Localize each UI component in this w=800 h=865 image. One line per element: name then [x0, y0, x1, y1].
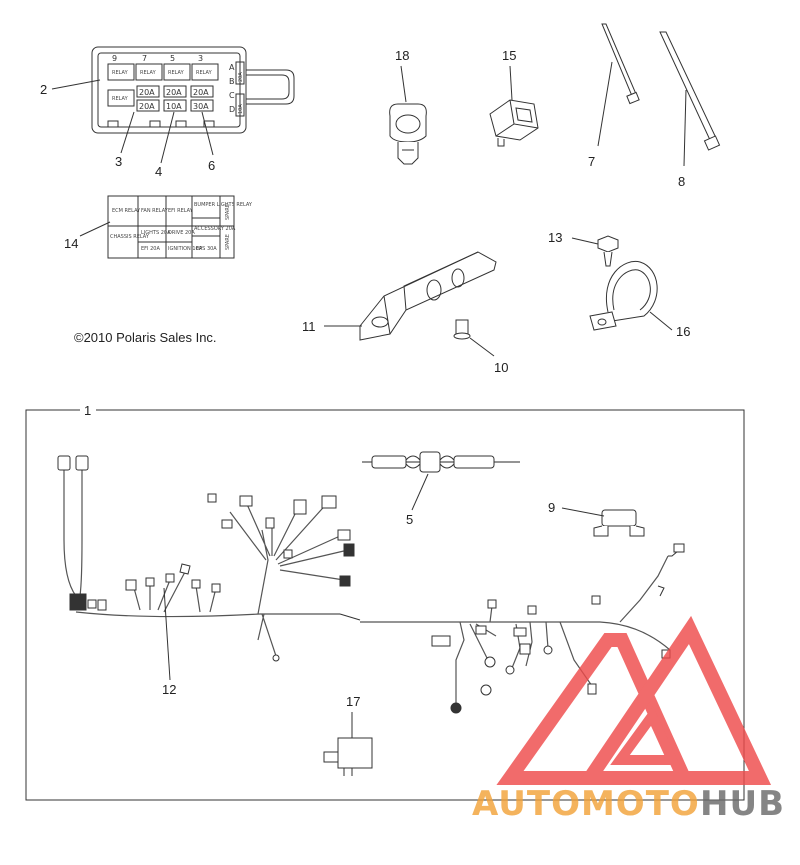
label-card-ignition-10a: IGNITION 10A	[168, 246, 203, 252]
callout-18: 18	[395, 48, 409, 63]
label-card-lights-20a: LIGHTS 20A	[141, 230, 171, 236]
side-fuse-value-1: 20A	[238, 72, 244, 82]
watermark-mark-3	[610, 706, 680, 765]
label-card-chassis-relay: CHASSIS RELAY	[110, 234, 150, 240]
relay-label-5: RELAY	[112, 96, 129, 102]
label-card-drive-20a: DRIVE 20A	[168, 230, 195, 236]
label-card-eps-30a: EPS 30A	[196, 246, 217, 252]
callout-5: 5	[406, 512, 413, 527]
fuse-box-number-5: 5	[170, 54, 175, 63]
callout-1: 1	[84, 403, 91, 418]
callout-6: 6	[208, 158, 215, 173]
label-card-spare-2: SPARE	[225, 234, 231, 250]
fuse-box-letter-d: D	[229, 105, 235, 114]
label-card-ecm-relay: ECM RELAY	[112, 208, 141, 214]
side-fuse-value-2: 10A	[238, 104, 244, 114]
part-15-connector	[489, 99, 539, 147]
part-12-wire-harness	[57, 455, 685, 714]
callout-8: 8	[678, 174, 685, 189]
part-11-bracket	[359, 251, 497, 341]
label-card-efi-relay: EFI RELAY	[168, 208, 194, 214]
relay-label-1: RELAY	[112, 70, 129, 76]
part-9-fuse	[593, 509, 645, 537]
watermark-mark-2	[576, 615, 772, 785]
callout-2: 2	[40, 82, 47, 97]
fuse-value-4: 20A	[139, 102, 155, 111]
callout-13: 13	[548, 230, 562, 245]
part-5-inline-fuse-holder	[362, 451, 520, 473]
fuse-value-2: 20A	[166, 88, 182, 97]
fuse-box-letter-a: A	[229, 63, 235, 72]
relay-label-4: RELAY	[196, 70, 213, 76]
label-card-efi-20a: EFI 20A	[141, 246, 160, 252]
fuse-value-3: 20A	[193, 88, 209, 97]
callout-11: 11	[302, 319, 316, 334]
part-7-cable-tie	[601, 23, 640, 105]
part-18-clip	[389, 103, 427, 165]
watermark-brand-b: HUB	[700, 784, 785, 824]
callout-4: 4	[155, 164, 162, 179]
callout-10: 10	[494, 360, 508, 375]
callout-16: 16	[676, 324, 690, 339]
fuse-box-number-3: 3	[198, 54, 203, 63]
callout-3: 3	[115, 154, 122, 169]
fuse-box-number-9: 9	[112, 54, 117, 63]
watermark-brand-a: AUTOMOTO	[472, 784, 700, 824]
callout-17: 17	[346, 694, 360, 709]
part-10-push-rivet	[453, 319, 471, 340]
fuse-value-1: 20A	[139, 88, 155, 97]
copyright-text: ©2010 Polaris Sales Inc.	[74, 330, 217, 345]
fuse-box-letter-c: C	[229, 91, 235, 100]
label-card-fan-relay: FAN RELAY	[141, 208, 169, 214]
watermark: AUTOMOTO HUB	[472, 615, 785, 824]
part-14-label-card: ECM RELAY FAN RELAY EFI RELAY BUMPER LIG…	[107, 195, 253, 259]
fuse-value-5: 10A	[166, 102, 182, 111]
callout-9: 9	[548, 500, 555, 515]
callout-7: 7	[588, 154, 595, 169]
relay-label-3: RELAY	[168, 70, 185, 76]
part-16-p-clamp	[589, 260, 658, 331]
callout-12: 12	[162, 682, 176, 697]
harness-assembly-frame	[25, 409, 745, 801]
relay-label-2: RELAY	[140, 70, 157, 76]
fuse-box-letter-b: B	[229, 77, 235, 86]
callout-14: 14	[64, 236, 78, 251]
label-card-spare-1: SPARE	[225, 204, 231, 220]
part-17-relay	[323, 737, 373, 776]
fuse-value-6: 30A	[193, 102, 209, 111]
callout-15: 15	[502, 48, 516, 63]
part-8-cable-tie	[659, 31, 721, 151]
label-card-accessory-20a: ACCESSORY 20A	[194, 226, 236, 232]
fuse-box-number-7: 7	[142, 54, 147, 63]
fuse-box: 9 7 5 3 RELAY RELAY RELAY RELAY RELAY 20…	[91, 46, 295, 134]
part-13-bolt	[597, 235, 619, 267]
label-card-bumper-lights-relay: BUMPER LIGHTS RELAY	[194, 202, 253, 208]
